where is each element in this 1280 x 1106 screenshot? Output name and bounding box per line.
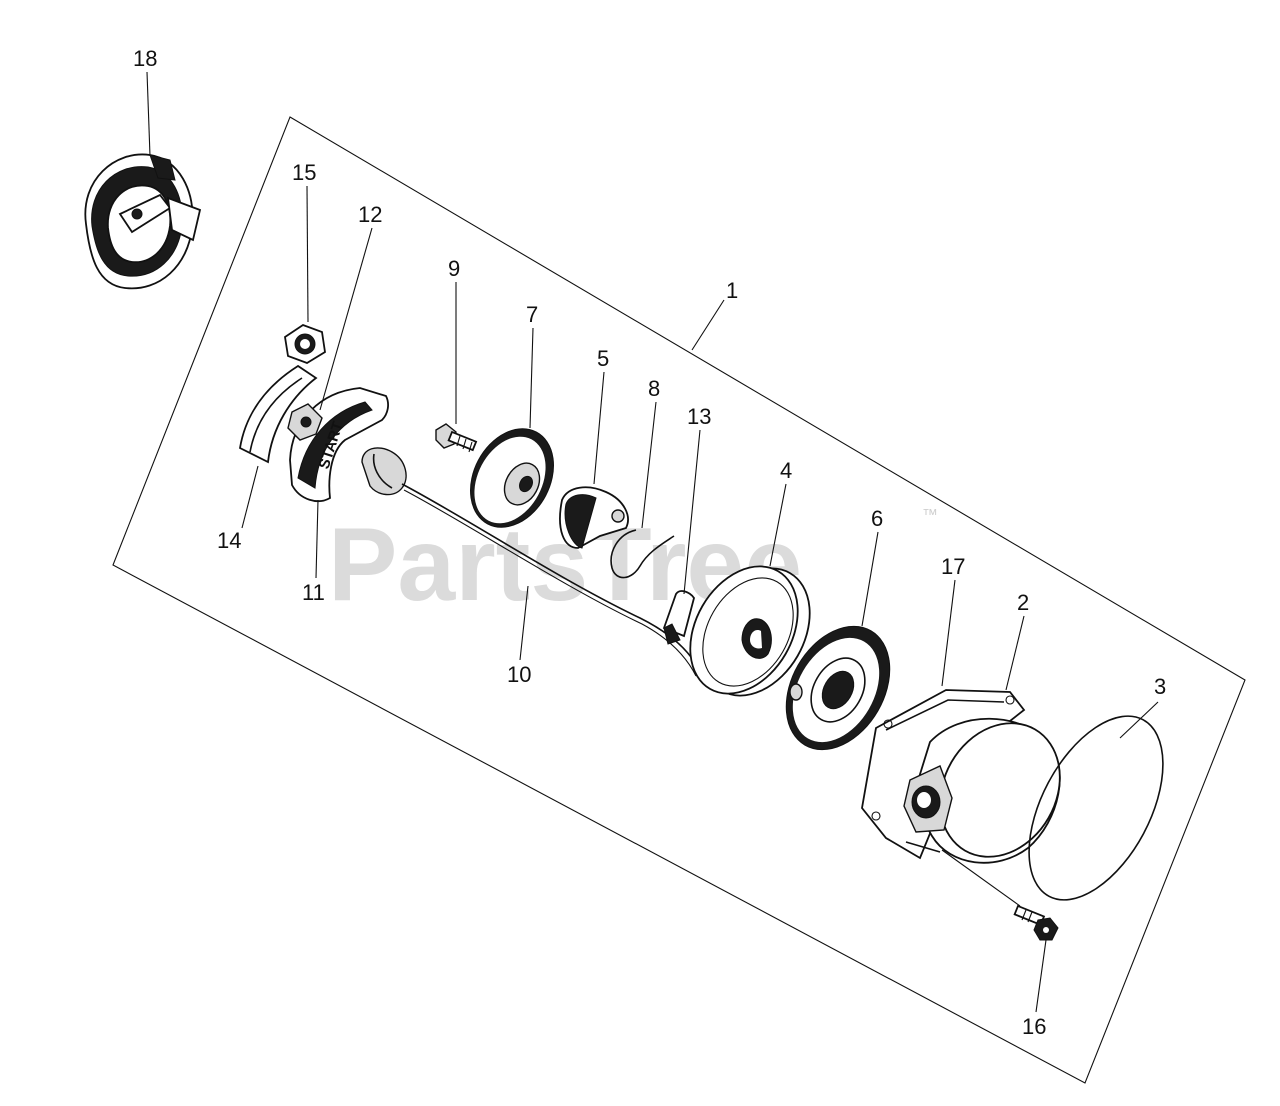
callout-6: 6 [871, 506, 883, 531]
rope-icon[interactable] [401, 483, 701, 673]
callout-17: 17 [941, 554, 965, 579]
nut-part-icon[interactable] [284, 323, 326, 364]
knob-part-icon[interactable] [84, 153, 202, 290]
callout-12: 12 [358, 202, 382, 227]
reel-icon[interactable] [668, 547, 831, 715]
callout-4: 4 [780, 458, 792, 483]
cover-plate-icon[interactable] [239, 364, 318, 464]
pawl-icon[interactable] [559, 486, 629, 549]
watermark-tm: ™ [922, 507, 938, 524]
callout-18: 18 [133, 46, 157, 71]
leader-lines [146, 71, 1159, 1013]
screw-icon[interactable] [1013, 904, 1059, 941]
assembly-outline [112, 116, 1246, 1084]
callout-1: 1 [726, 278, 738, 303]
callout-labels: 18 15 12 9 1 7 5 8 13 4 14 11 10 6 17 2 … [133, 46, 1166, 1039]
spring-clip-icon[interactable] [610, 529, 675, 579]
callout-5: 5 [597, 346, 609, 371]
plate-icon[interactable] [454, 414, 570, 542]
callout-15: 15 [292, 160, 316, 185]
callout-13: 13 [687, 404, 711, 429]
callout-14: 14 [217, 528, 241, 553]
starter-case-icon[interactable] [861, 689, 1083, 879]
ratchet-icon[interactable] [765, 608, 911, 768]
bolt-icon[interactable] [435, 423, 478, 453]
callout-10: 10 [507, 662, 531, 687]
callout-7: 7 [526, 302, 538, 327]
callout-11: 11 [302, 580, 325, 605]
callout-8: 8 [648, 376, 660, 401]
gasket-ring-icon[interactable] [1001, 694, 1190, 921]
recoil-spring-icon[interactable] [662, 590, 695, 645]
callout-2: 2 [1017, 590, 1029, 615]
start-handle-icon[interactable]: START [287, 387, 407, 502]
callout-3: 3 [1154, 674, 1166, 699]
callout-16: 16 [1022, 1014, 1046, 1039]
callout-9: 9 [448, 256, 460, 281]
